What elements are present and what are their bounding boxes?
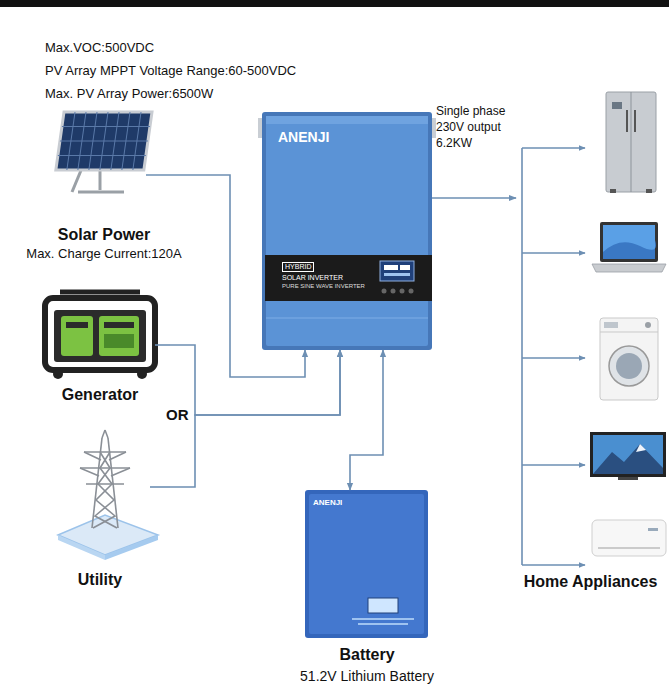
hybrid-inverter: ANENJI HYBRID SOLAR INVERTERPURE SINE WAVE… [262,112,432,350]
power-connector [170,350,340,487]
generator-picture [45,292,170,379]
battery-spec: 51.2V Lithium Battery [300,667,434,685]
pv-spec: Max.VOC:500VDC [45,39,154,56]
group-title: Home Appliances [524,572,658,592]
label-text: Max.VOC:500VDC [45,39,154,56]
power-connector [170,345,340,415]
laptop-picture [592,222,666,272]
source-title: Utility [78,570,122,590]
model-subtext: PURE SINE WAVE INVERTER [282,283,365,290]
output-spec: Single phase 230V output 6.2KW [436,103,512,151]
home-appliances-group: Home Appliances [516,85,665,592]
brand-logo: ANENJI [313,498,342,508]
television-picture [590,432,666,480]
source-title: Generator [62,385,138,405]
pv-spec: PV Array MPPT Voltage Range:60-500VDC [45,62,296,79]
battery-title: Battery [339,645,394,665]
inverter-picture [258,112,436,350]
model-badge: HYBRID [282,262,314,272]
washing-machine-picture [600,318,658,400]
generator-source: Generator [30,285,170,405]
label-text: PV Array MPPT Voltage Range:60-500VDC [45,62,296,79]
or-label: OR [166,406,189,424]
air-conditioner-picture [592,520,666,556]
appliance-bus-wires [522,148,585,565]
model-text: SOLAR INVERTER [282,274,343,282]
utility-grid-source: Utility [30,425,170,590]
solar-panel-picture [56,112,206,192]
source-title: Solar Power [58,225,150,245]
edge-label: Single phase 230V output 6.2KW [436,103,512,151]
brand-logo: ANENJI [278,128,329,146]
lithium-battery: ANENJI Battery 51.2V Lithium Battery [287,490,447,690]
pv-spec: Max. PV Array Power:6500W [45,85,213,102]
charge-current-note: Max. Charge Current:120A [26,245,181,262]
utility-tower-picture [58,430,170,560]
fridge-picture [606,92,656,193]
power-connector [432,197,516,199]
label-text: Max. PV Array Power:6500W [45,85,213,102]
label-text: OR [166,406,189,424]
solar-power-source: Solar PowerMax. Charge Current:120A [2,105,206,262]
power-connector [350,350,383,490]
power-connector [206,175,305,377]
top-bar [0,0,669,7]
battery-picture [305,490,428,638]
